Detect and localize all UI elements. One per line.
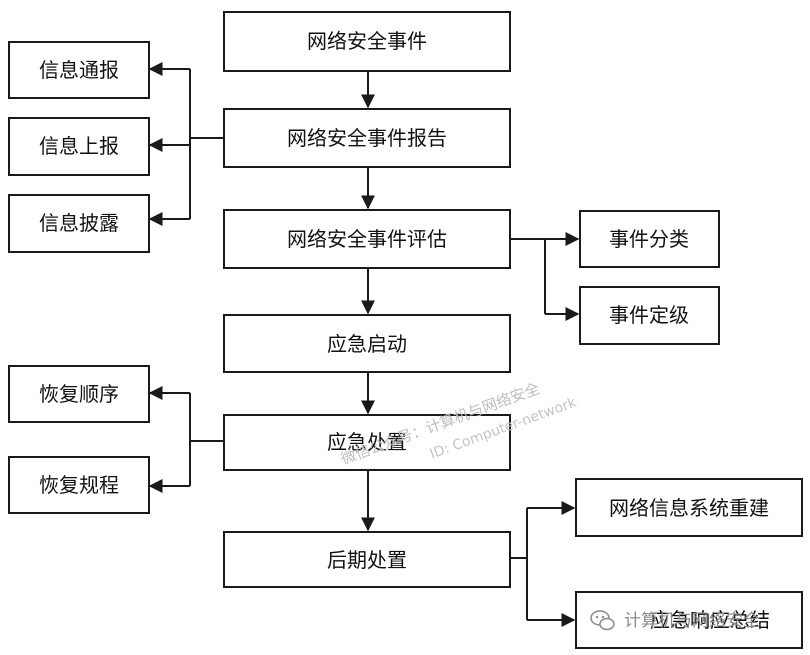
node-grade-label: 事件定级 <box>609 303 689 327</box>
connectors <box>148 62 580 627</box>
node-assess: 网络安全事件评估 <box>223 209 511 269</box>
node-handle-label: 应急处置 <box>327 430 407 454</box>
node-restore-rule-label: 恢复规程 <box>39 473 119 497</box>
node-summary-label: 应急响应总结 <box>650 608 770 632</box>
node-classify-label: 事件分类 <box>609 227 689 251</box>
wechat-icon <box>590 610 615 631</box>
node-disclose: 信息披露 <box>8 194 150 253</box>
node-submit: 信息上报 <box>8 117 150 176</box>
node-start: 应急启动 <box>223 314 511 373</box>
node-restore-order-label: 恢复顺序 <box>39 382 119 406</box>
node-disclose-label: 信息披露 <box>39 211 119 235</box>
node-post-label: 后期处置 <box>327 548 407 572</box>
node-rebuild: 网络信息系统重建 <box>575 478 803 537</box>
brand-text: 计算机与网络安全 <box>624 611 760 631</box>
node-start-label: 应急启动 <box>327 332 407 356</box>
node-event: 网络安全事件 <box>223 11 511 72</box>
node-post: 后期处置 <box>223 531 511 588</box>
node-grade: 事件定级 <box>579 286 720 345</box>
node-restore-order: 恢复顺序 <box>8 365 150 423</box>
node-summary: 应急响应总结 <box>575 591 803 649</box>
node-assess-label: 网络安全事件评估 <box>287 227 447 251</box>
node-notify: 信息通报 <box>8 41 150 99</box>
node-report: 网络安全事件报告 <box>223 108 511 168</box>
node-handle: 应急处置 <box>223 414 511 471</box>
node-restore-rule: 恢复规程 <box>8 456 150 514</box>
node-notify-label: 信息通报 <box>39 58 119 82</box>
node-classify: 事件分类 <box>579 210 720 268</box>
node-submit-label: 信息上报 <box>39 134 119 158</box>
node-event-label: 网络安全事件 <box>307 29 427 53</box>
node-rebuild-label: 网络信息系统重建 <box>609 496 769 520</box>
brand-badge: 计算机与网络安全 <box>590 610 760 631</box>
node-report-label: 网络安全事件报告 <box>287 126 447 150</box>
